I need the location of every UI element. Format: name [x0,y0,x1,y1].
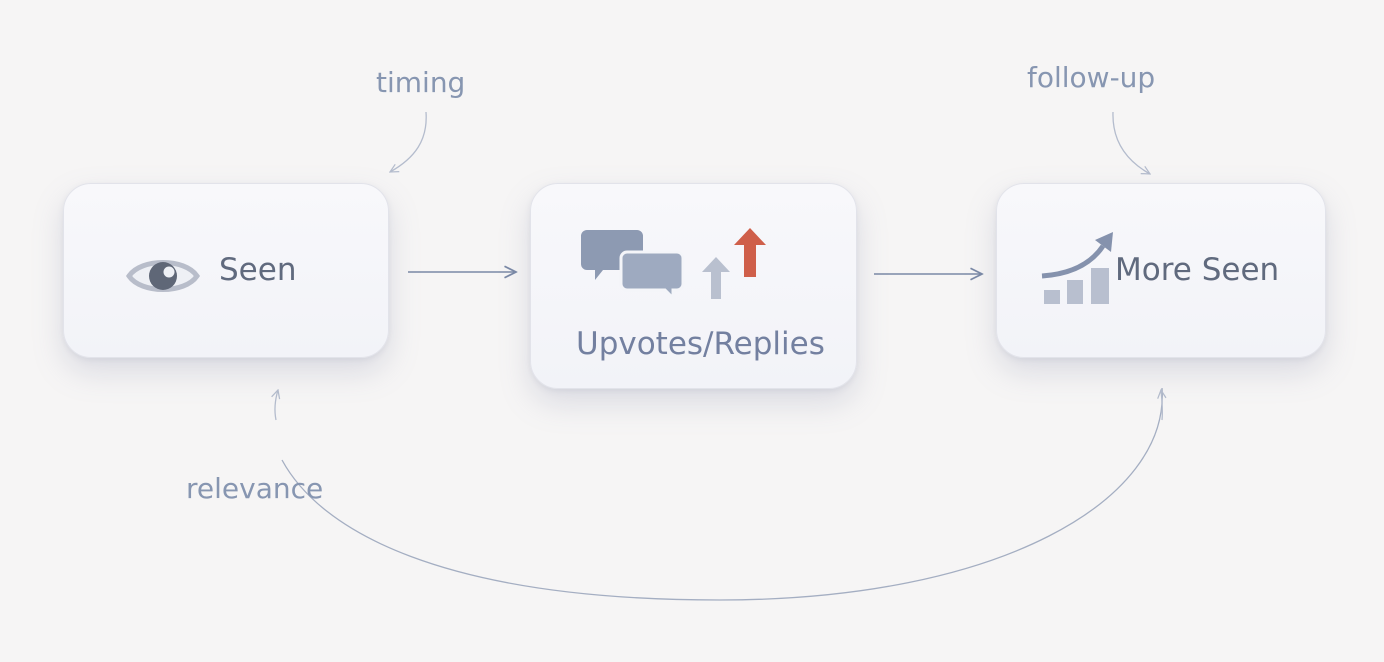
node-seen: Seen [63,183,389,358]
timing-arrow [390,111,427,172]
chat-bubbles-upvote-icon [581,228,766,302]
loop-arrow-head [275,390,278,421]
node-engagement-label: Upvotes/Replies [576,326,825,362]
follow-up-arrow [1112,111,1150,174]
growth-chart-icon [1041,232,1113,304]
node-seen-label: Seen [219,252,297,288]
node-engagement: Upvotes/Replies [530,183,857,389]
loop-arrow-right-head [1161,390,1162,421]
timing-label: timing [376,66,466,99]
loop-arrow [281,387,1163,601]
eye-icon [126,260,200,292]
relevance-label: relevance [186,472,324,505]
follow-up-label: follow-up [1027,61,1156,94]
node-more-seen-label: More Seen [1115,252,1280,288]
node-more-seen: More Seen [996,183,1326,358]
